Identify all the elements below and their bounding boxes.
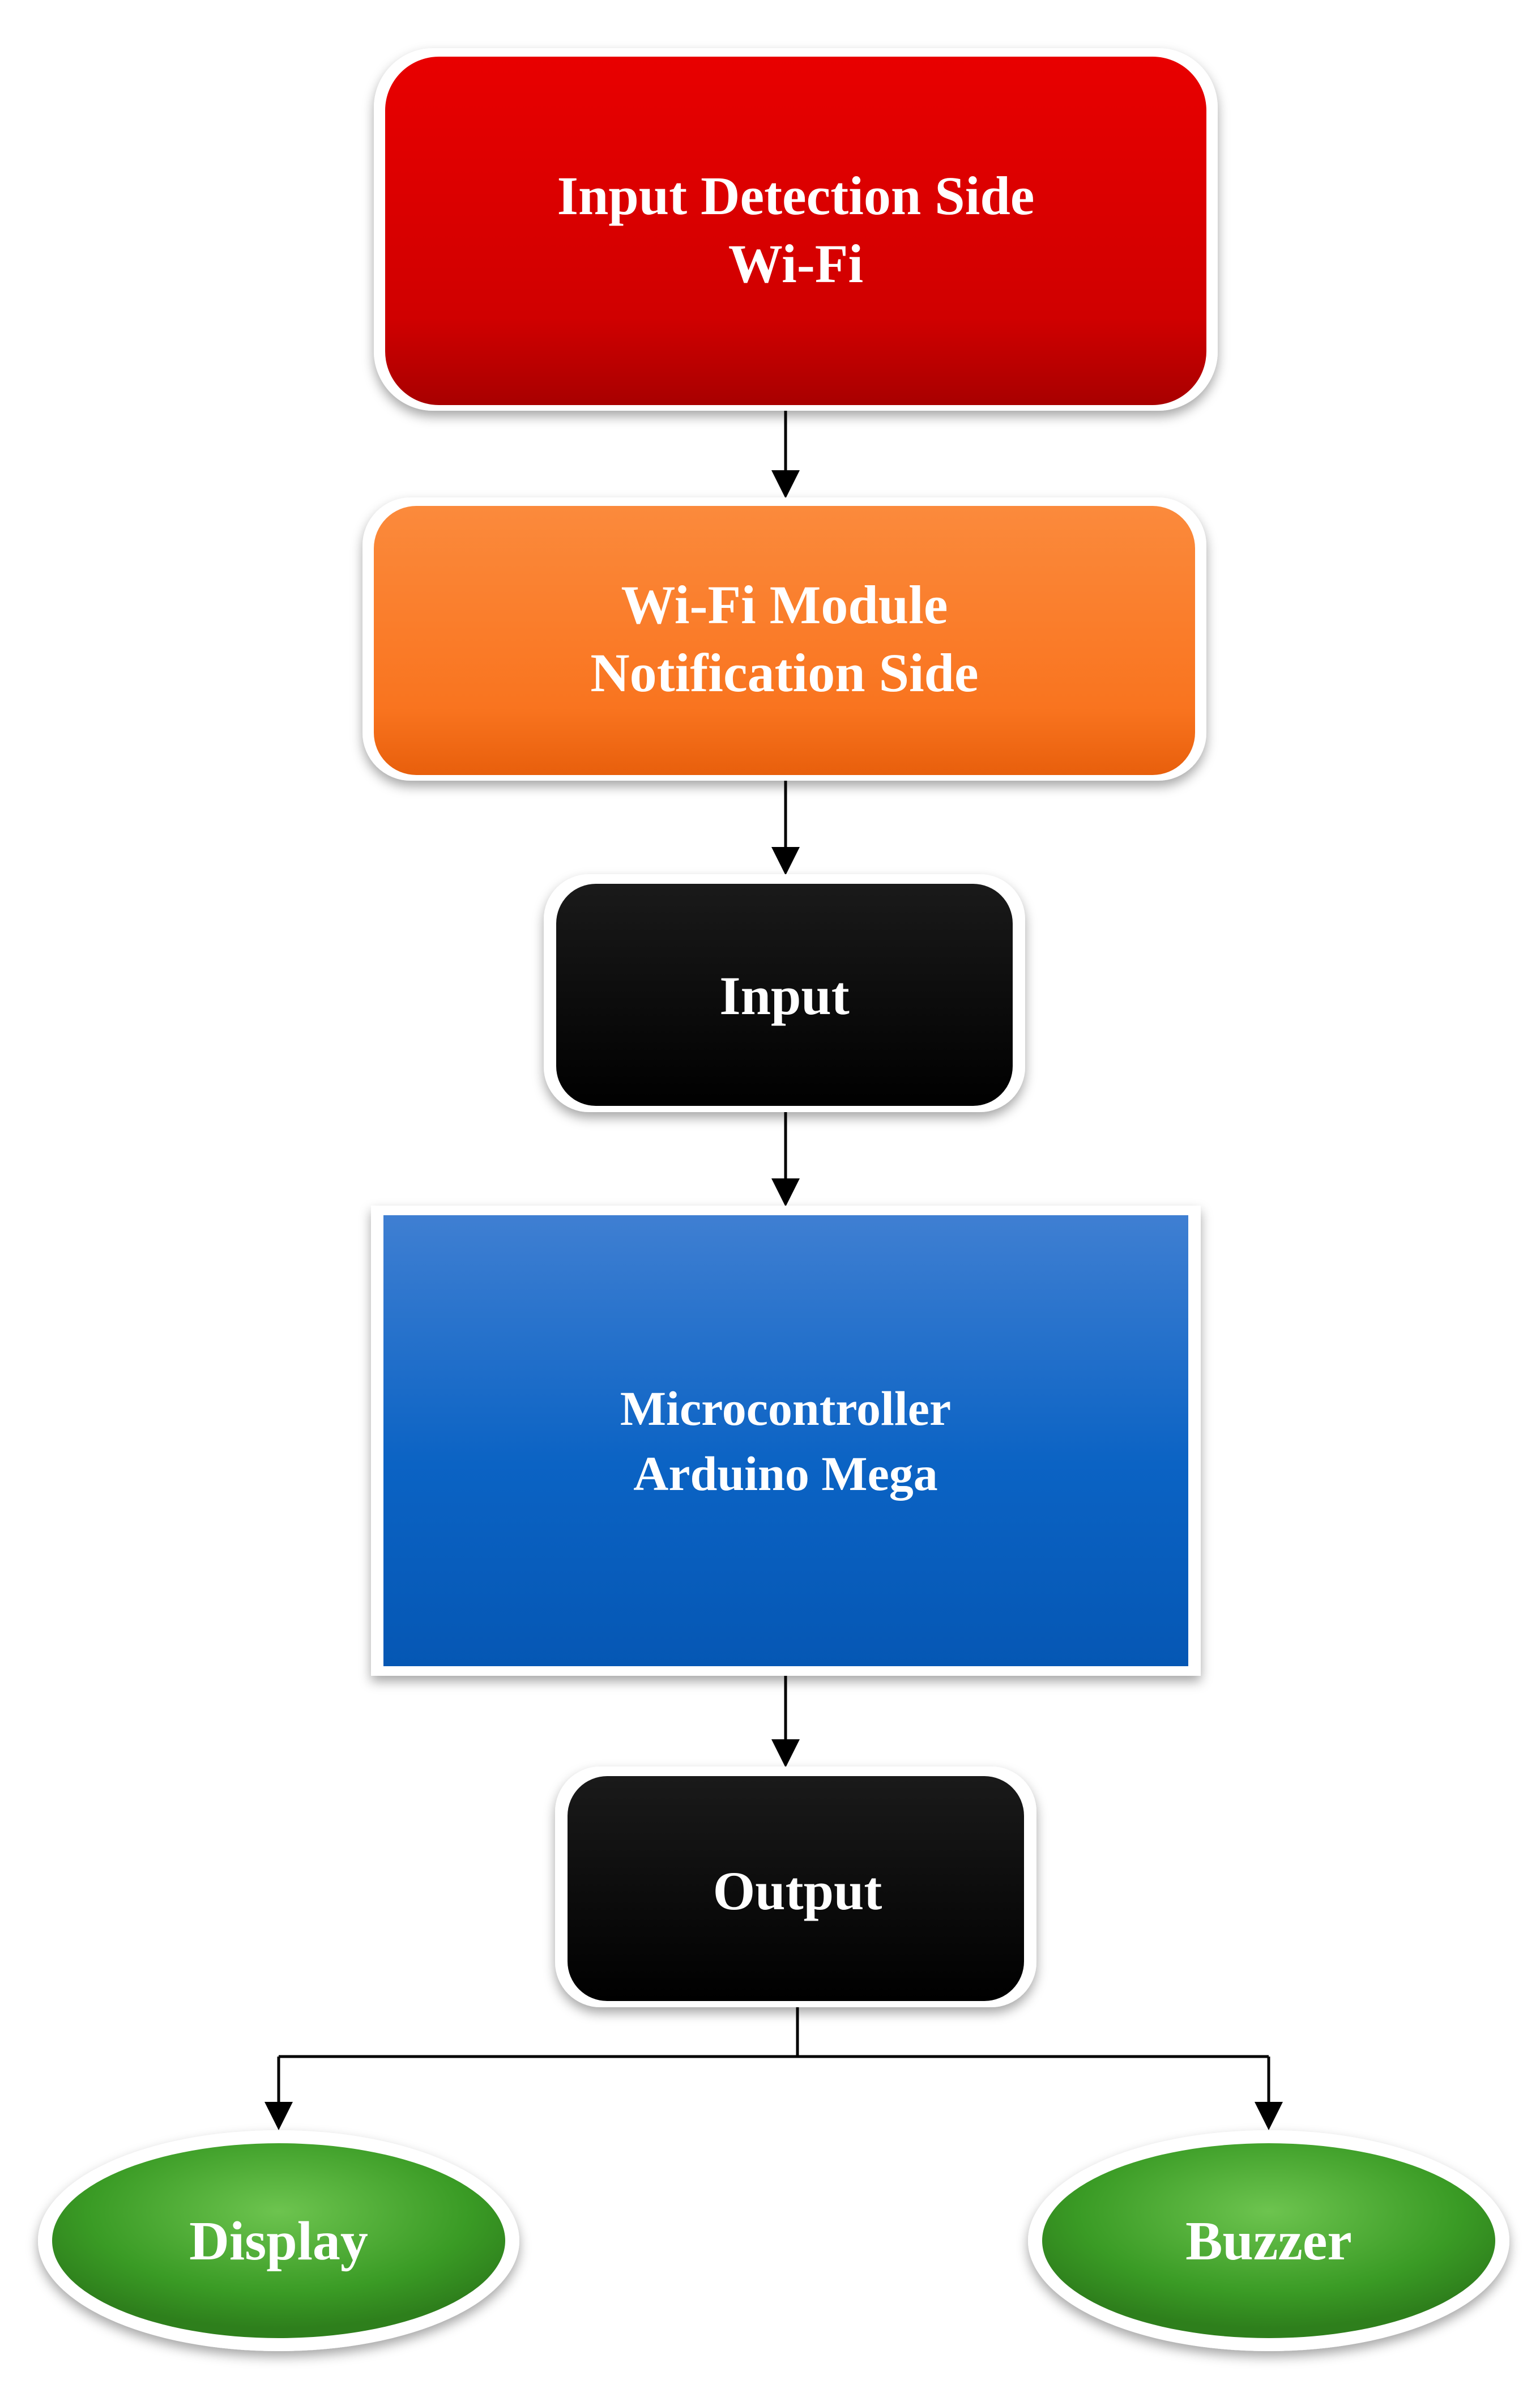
- node-output-label: Output: [713, 1861, 882, 1921]
- node-input-label: Input: [719, 965, 850, 1026]
- node-input-detection: Input Detection Side Wi-Fi: [374, 48, 1218, 411]
- node-output: Output: [555, 1766, 1036, 2007]
- node-wifi-module-line-1: Wi-Fi Module: [621, 574, 948, 635]
- node-buzzer-label: Buzzer: [1185, 2211, 1352, 2272]
- node-input-detection-line-2: Wi-Fi: [728, 233, 863, 294]
- node-wifi-module: Wi-Fi Module Notification Side: [362, 497, 1206, 781]
- node-microcontroller-line-2: Arduino Mega: [633, 1446, 938, 1501]
- node-input-detection-line-1: Input Detection Side: [557, 165, 1035, 226]
- node-display: Display: [38, 2130, 519, 2351]
- node-microcontroller-line-1: Microcontroller: [620, 1381, 951, 1436]
- node-display-label: Display: [189, 2211, 368, 2272]
- node-input: Input: [544, 874, 1025, 1112]
- connector-output-branch: [279, 2006, 1269, 2058]
- node-microcontroller: Microcontroller Arduino Mega: [371, 1206, 1201, 1676]
- node-wifi-module-line-2: Notification Side: [590, 642, 978, 703]
- node-buzzer: Buzzer: [1028, 2130, 1509, 2351]
- connectors: [265, 411, 1283, 2130]
